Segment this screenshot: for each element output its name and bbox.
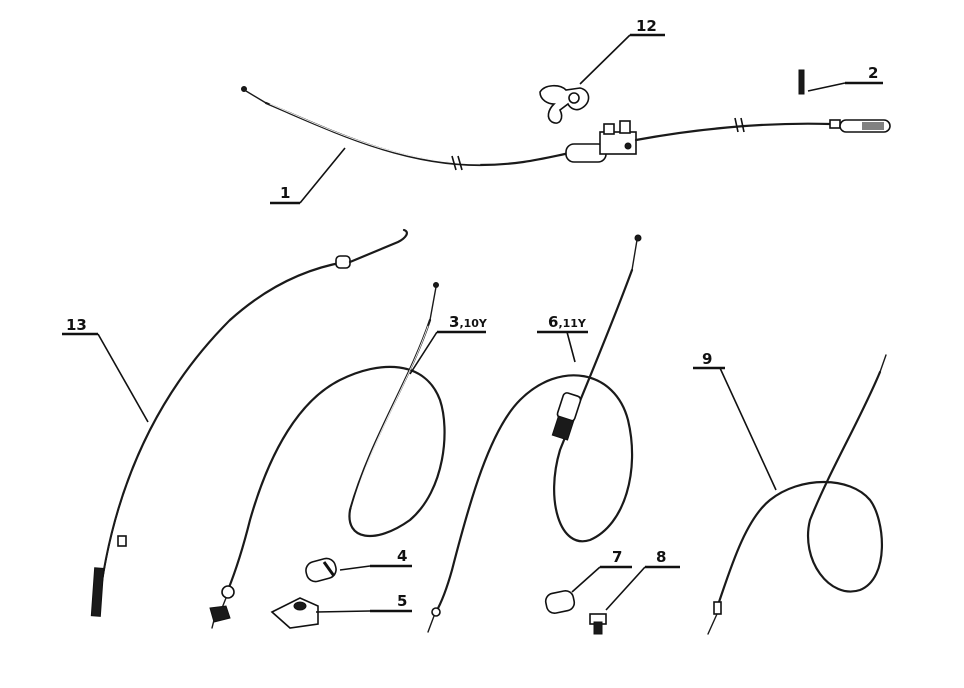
- part-12-clip: [539, 84, 590, 124]
- leader-lines: [62, 33, 883, 613]
- callout-6: 6,11Y: [548, 313, 587, 331]
- callout-3-suffix: ,10Y: [459, 317, 487, 330]
- callout-5: 5: [397, 592, 407, 610]
- part-1-cable-assembly: [241, 86, 891, 171]
- part-2-pin: [798, 69, 805, 95]
- callout-7: 7: [612, 548, 622, 566]
- callout-3-number: 3: [449, 313, 459, 331]
- part-8-screw: [589, 613, 607, 635]
- callout-12: 12: [636, 17, 657, 35]
- part-6-looped-cable: [427, 234, 642, 633]
- part-5-nipple-block: [270, 597, 319, 629]
- part-9-looped-cable: [707, 354, 887, 635]
- callout-9: 9: [702, 350, 712, 368]
- callout-6-number: 6: [548, 313, 558, 331]
- callout-6-suffix: ,11Y: [558, 317, 586, 330]
- callout-3: 3,10Y: [449, 313, 488, 331]
- part-7-sleeve: [544, 589, 576, 615]
- callout-2: 2: [868, 64, 878, 82]
- part-13-cable: [90, 228, 408, 617]
- callout-1: 1: [280, 184, 290, 202]
- callout-13: 13: [66, 316, 87, 334]
- callout-4: 4: [397, 547, 407, 565]
- part-3-looped-cable: [209, 282, 446, 629]
- part-4-sleeve: [305, 557, 337, 583]
- callout-8: 8: [656, 548, 666, 566]
